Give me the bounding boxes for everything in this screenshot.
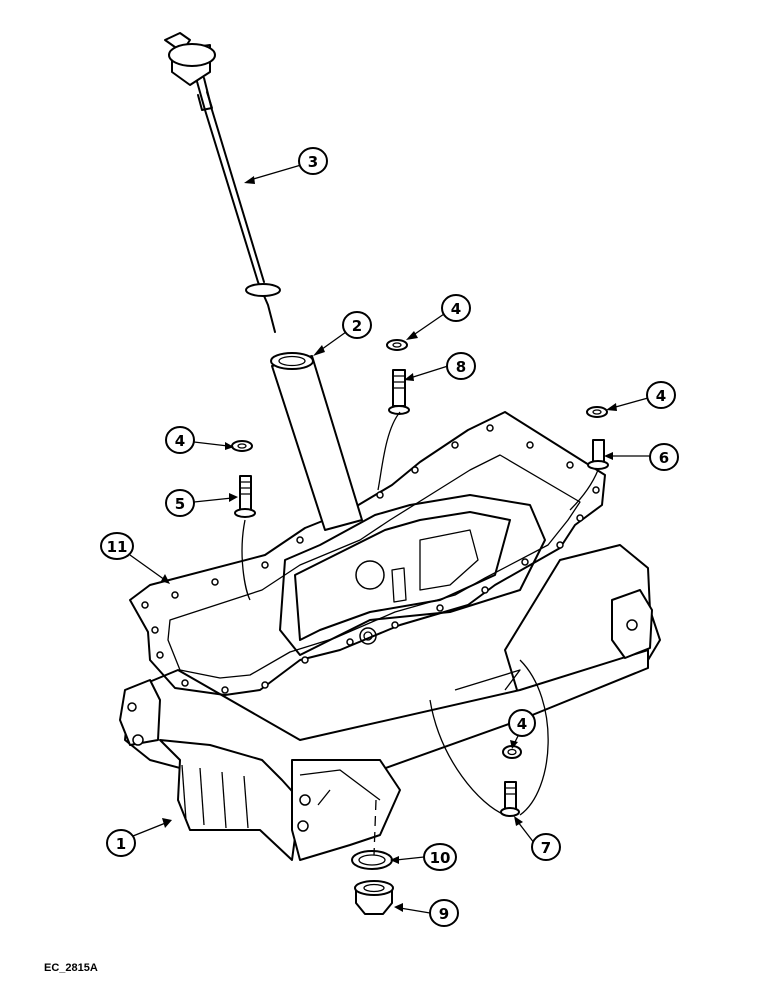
figure-caption: EC_2815A [44, 962, 98, 974]
svg-text:11: 11 [107, 538, 128, 556]
washer-4-left [231, 440, 253, 452]
callout-2: 2 [342, 311, 372, 339]
callout-10: 10 [423, 843, 457, 871]
washer-4-right [586, 406, 608, 418]
svg-text:4: 4 [175, 432, 185, 450]
callout-6: 6 [649, 443, 679, 471]
oil-pan [119, 494, 661, 861]
svg-text:5: 5 [175, 495, 185, 513]
stud-8 [388, 369, 410, 415]
svg-text:4: 4 [451, 300, 461, 318]
callout-4c: 4 [165, 426, 195, 454]
callout-8: 8 [446, 352, 476, 380]
callout-4a: 4 [441, 294, 471, 322]
svg-text:4: 4 [517, 715, 527, 733]
dipstick-tube [270, 352, 363, 531]
callout-4b: 4 [646, 381, 676, 409]
svg-text:7: 7 [541, 839, 551, 857]
svg-text:8: 8 [456, 358, 466, 376]
callout-7: 7 [531, 833, 561, 861]
svg-text:4: 4 [656, 387, 666, 405]
washer-4-top [386, 339, 408, 351]
callout-3: 3 [298, 147, 328, 175]
callout-4d: 4 [508, 709, 536, 737]
alignment-lines [241, 411, 599, 856]
stud-7 [500, 781, 520, 817]
callout-9: 9 [429, 899, 459, 927]
dipstick [164, 32, 281, 333]
svg-text:2: 2 [352, 317, 362, 335]
svg-text:10: 10 [430, 849, 451, 867]
svg-text:1: 1 [116, 835, 126, 853]
stud-6 [587, 439, 609, 470]
svg-text:3: 3 [308, 153, 318, 171]
callout-5: 5 [165, 489, 195, 517]
stud-5 [234, 475, 256, 518]
seal-ring-10 [351, 850, 393, 870]
svg-text:9: 9 [439, 905, 449, 923]
svg-text:6: 6 [659, 449, 669, 467]
callout-1: 1 [106, 829, 136, 857]
leader-lines [129, 164, 650, 914]
drain-plug-9 [354, 880, 394, 915]
callout-11: 11 [100, 532, 134, 560]
